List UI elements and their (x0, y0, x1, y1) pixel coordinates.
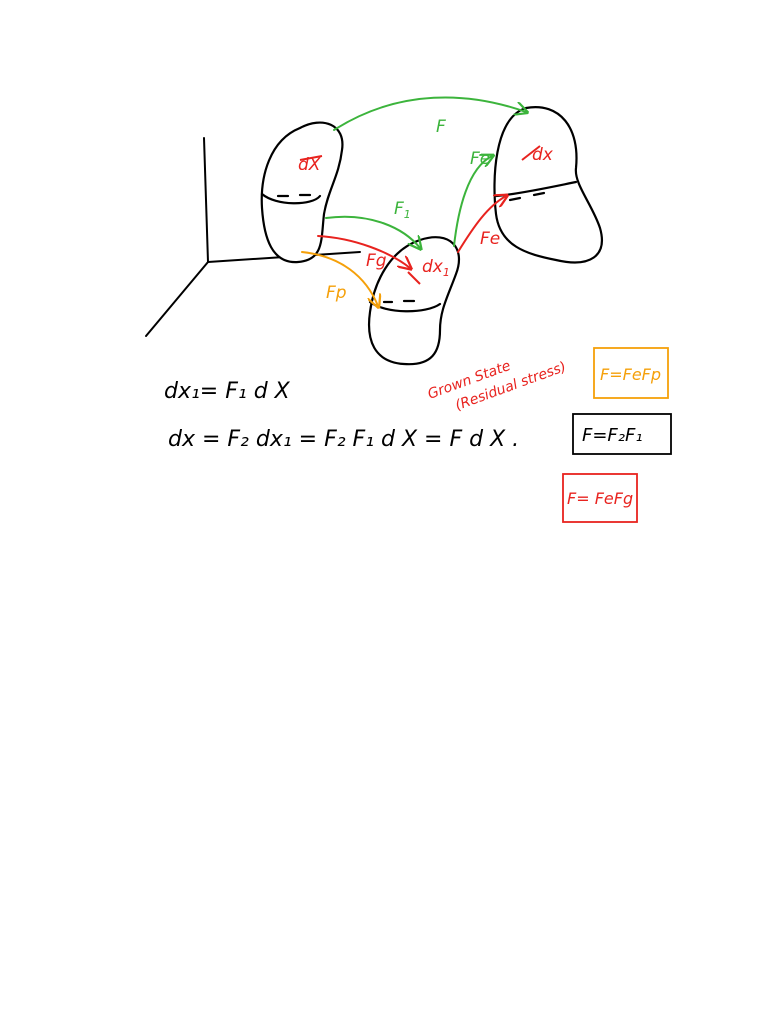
label-Fg: Fg (366, 251, 387, 271)
dx-marker (521, 145, 541, 161)
box-black: F=F₂F₁ (572, 413, 672, 455)
svg-text:F=F₂F₁: F=F₂F₁ (582, 425, 643, 446)
svg-text:F= FeFg: F= FeFg (567, 489, 633, 508)
label-Fe-green: Fe (470, 149, 490, 169)
label-F1: F1 (394, 199, 411, 221)
box-red: F= FeFg (562, 473, 638, 523)
label-dx1: dx1 (422, 257, 450, 279)
arrow-F1 (325, 215, 420, 248)
arrow-Fe-green (453, 156, 492, 247)
axis-diagonal (145, 261, 209, 337)
svg-text:F=FeFp: F=FeFp (600, 365, 661, 384)
arrow-Fg (317, 235, 410, 268)
label-dx-current: dx (532, 145, 554, 165)
label-dX-ref: dX (298, 155, 321, 175)
dX-marker (299, 155, 323, 161)
arrow-Fp (301, 251, 378, 306)
label-Fp: Fp (326, 283, 347, 303)
arrow-F-total (333, 96, 526, 131)
axis-vertical (203, 137, 209, 263)
equation-2: dx = F₂ dx₁ = F₂ F₁ d X = F d X . (168, 427, 519, 452)
current-body (493, 106, 603, 264)
label-Fe-red: Fe (480, 229, 500, 249)
reference-body (260, 121, 344, 264)
box-orange: F=FeFp (593, 347, 669, 399)
equation-1: dx₁= F₁ d X (164, 379, 291, 404)
label-F: F (436, 117, 446, 137)
dx1-marker (407, 271, 421, 285)
arrows (301, 96, 526, 306)
arrow-Fe-red (457, 196, 506, 253)
